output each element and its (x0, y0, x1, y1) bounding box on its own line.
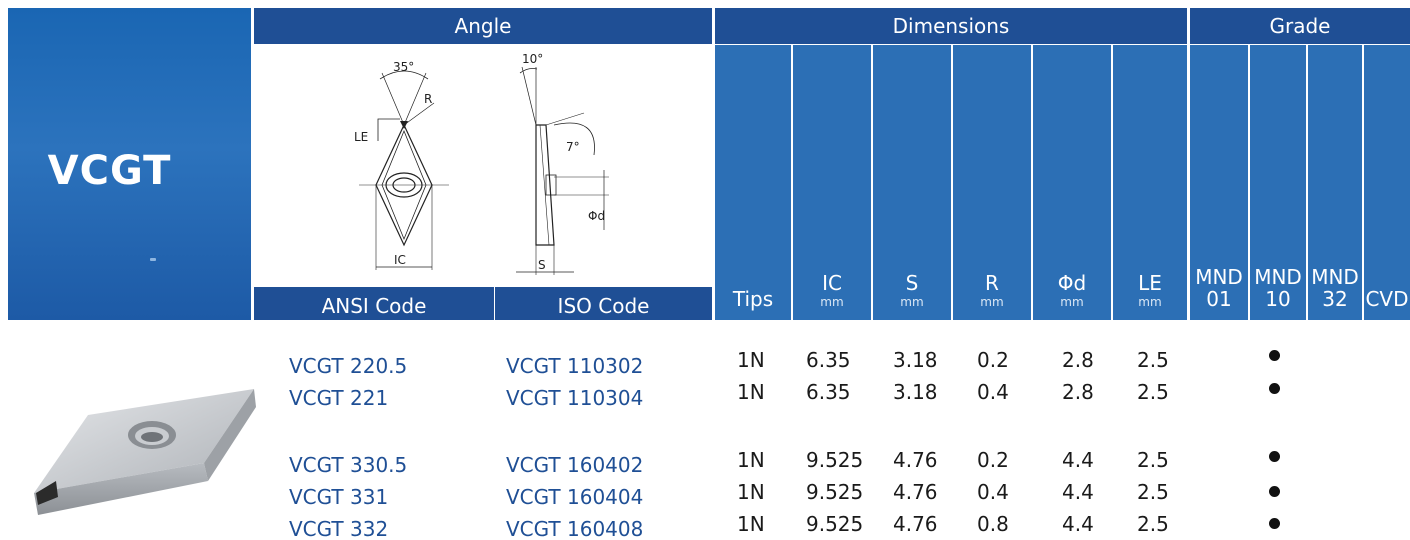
table-row-r: 0.8 (977, 512, 1009, 536)
column-unit-le: mm (1138, 295, 1162, 309)
table-row-le: 2.5 (1137, 380, 1169, 404)
drawing-label-7: 7° (566, 140, 580, 154)
table-row-iso-code: VCGT 110304 (506, 386, 644, 410)
drawing-label-35: 35° (393, 60, 414, 74)
column-header-r: R mm (951, 45, 1031, 320)
insert-front-outline (375, 123, 433, 247)
column-label-r: R (985, 271, 999, 295)
dimensions-header: Dimensions (715, 8, 1187, 44)
table-row-ic: 6.35 (806, 348, 851, 372)
iso-code-header: ISO Code (495, 287, 712, 320)
insert-technical-drawing: 35° 10° 7° R LE IC S Φd (254, 45, 712, 285)
table-row-r: 0.2 (977, 348, 1009, 372)
table-row-tips: 1N (737, 480, 765, 504)
table-row-iso-code: VCGT 160404 (506, 485, 644, 509)
table-row-s: 4.76 (893, 448, 938, 472)
column-label-tips: Tips (732, 287, 774, 311)
table-row-ansi-code: VCGT 330.5 (289, 453, 408, 477)
grade-label-line1: MND (1195, 265, 1243, 289)
grade-label-line1: MND (1254, 265, 1302, 289)
table-row-phi-d: 4.4 (1062, 480, 1094, 504)
insert-side-outline (535, 124, 555, 246)
table-row-le: 2.5 (1137, 480, 1169, 504)
table-row-ansi-code: VCGT 220.5 (289, 354, 408, 378)
column-header-ic: IC mm (791, 45, 871, 320)
table-row-ansi-code: VCGT 221 (289, 386, 389, 410)
column-header-tips: Tips (715, 45, 791, 320)
column-label-s: S (905, 271, 919, 295)
drawing-label-phi-d: Φd (588, 209, 605, 223)
column-header-phi-d: Φd mm (1031, 45, 1111, 320)
grade-availability-bullet (1269, 451, 1280, 462)
grade-availability-bullet (1269, 383, 1280, 394)
table-row-s: 3.18 (893, 348, 938, 372)
column-unit-ic: mm (820, 295, 844, 309)
drawing-label-s: S (538, 258, 546, 272)
grade-label-line1: CVD (1365, 287, 1409, 311)
table-row-s: 3.18 (893, 380, 938, 404)
table-row-le: 2.5 (1137, 448, 1169, 472)
grade-label-line2: 01 (1206, 287, 1232, 311)
grade-availability-bullet (1269, 518, 1280, 529)
decor-dot (150, 258, 156, 261)
column-header-s: S mm (871, 45, 951, 320)
grade-column-mnd01: MND 01 (1190, 45, 1248, 320)
table-row-le: 2.5 (1137, 512, 1169, 536)
insert-tip-mark (400, 121, 408, 129)
insert-product-image (34, 389, 256, 515)
column-unit-phi-d: mm (1060, 295, 1084, 309)
table-row-s: 4.76 (893, 512, 938, 536)
grade-label-line2: 32 (1322, 287, 1348, 311)
grade-availability-bullet (1269, 486, 1280, 497)
column-label-le: LE (1138, 271, 1162, 295)
table-row-r: 0.4 (977, 380, 1009, 404)
angle-header: Angle (254, 8, 712, 44)
table-row-r: 0.2 (977, 448, 1009, 472)
column-unit-r: mm (980, 295, 1004, 309)
table-row-phi-d: 2.8 (1062, 380, 1094, 404)
grade-label-line2: 10 (1265, 287, 1291, 311)
table-row-ic: 9.525 (806, 448, 864, 472)
technical-drawing-svg: 35° 10° 7° R LE IC S Φd (354, 52, 609, 275)
product-title-panel: VCGT (8, 8, 251, 320)
grade-header: Grade (1190, 8, 1410, 44)
grade-column-mnd32: MND 32 (1306, 45, 1362, 320)
table-row-ansi-code: VCGT 332 (289, 517, 389, 540)
drawing-label-le: LE (354, 130, 368, 144)
drawing-label-ic: IC (394, 253, 406, 267)
table-row-ansi-code: VCGT 331 (289, 485, 389, 509)
table-row-r: 0.4 (977, 480, 1009, 504)
column-label-phi-d: Φd (1057, 271, 1087, 295)
column-header-le: LE mm (1111, 45, 1187, 320)
grade-column-mnd10: MND 10 (1248, 45, 1306, 320)
table-row-s: 4.76 (893, 480, 938, 504)
table-row-iso-code: VCGT 160408 (506, 517, 644, 540)
grade-availability-bullet (1269, 350, 1280, 361)
drawing-label-10: 10° (522, 52, 543, 66)
table-row-tips: 1N (737, 448, 765, 472)
table-row-iso-code: VCGT 160402 (506, 453, 644, 477)
column-unit-s: mm (900, 295, 924, 309)
table-row-le: 2.5 (1137, 348, 1169, 372)
ansi-code-header: ANSI Code (254, 287, 494, 320)
product-title: VCGT (47, 148, 172, 194)
grade-label-line1: MND (1311, 265, 1359, 289)
drawing-label-r: R (424, 92, 432, 106)
table-row-tips: 1N (737, 348, 765, 372)
table-row-ic: 6.35 (806, 380, 851, 404)
grade-column-cvd: CVD (1362, 45, 1410, 320)
table-row-ic: 9.525 (806, 512, 864, 536)
table-row-tips: 1N (737, 380, 765, 404)
table-row-ic: 9.525 (806, 480, 864, 504)
table-row-phi-d: 4.4 (1062, 448, 1094, 472)
column-label-ic: IC (822, 271, 842, 295)
table-row-iso-code: VCGT 110302 (506, 354, 644, 378)
table-row-phi-d: 4.4 (1062, 512, 1094, 536)
table-row-phi-d: 2.8 (1062, 348, 1094, 372)
insert-front-inner (381, 129, 427, 241)
table-row-tips: 1N (737, 512, 765, 536)
